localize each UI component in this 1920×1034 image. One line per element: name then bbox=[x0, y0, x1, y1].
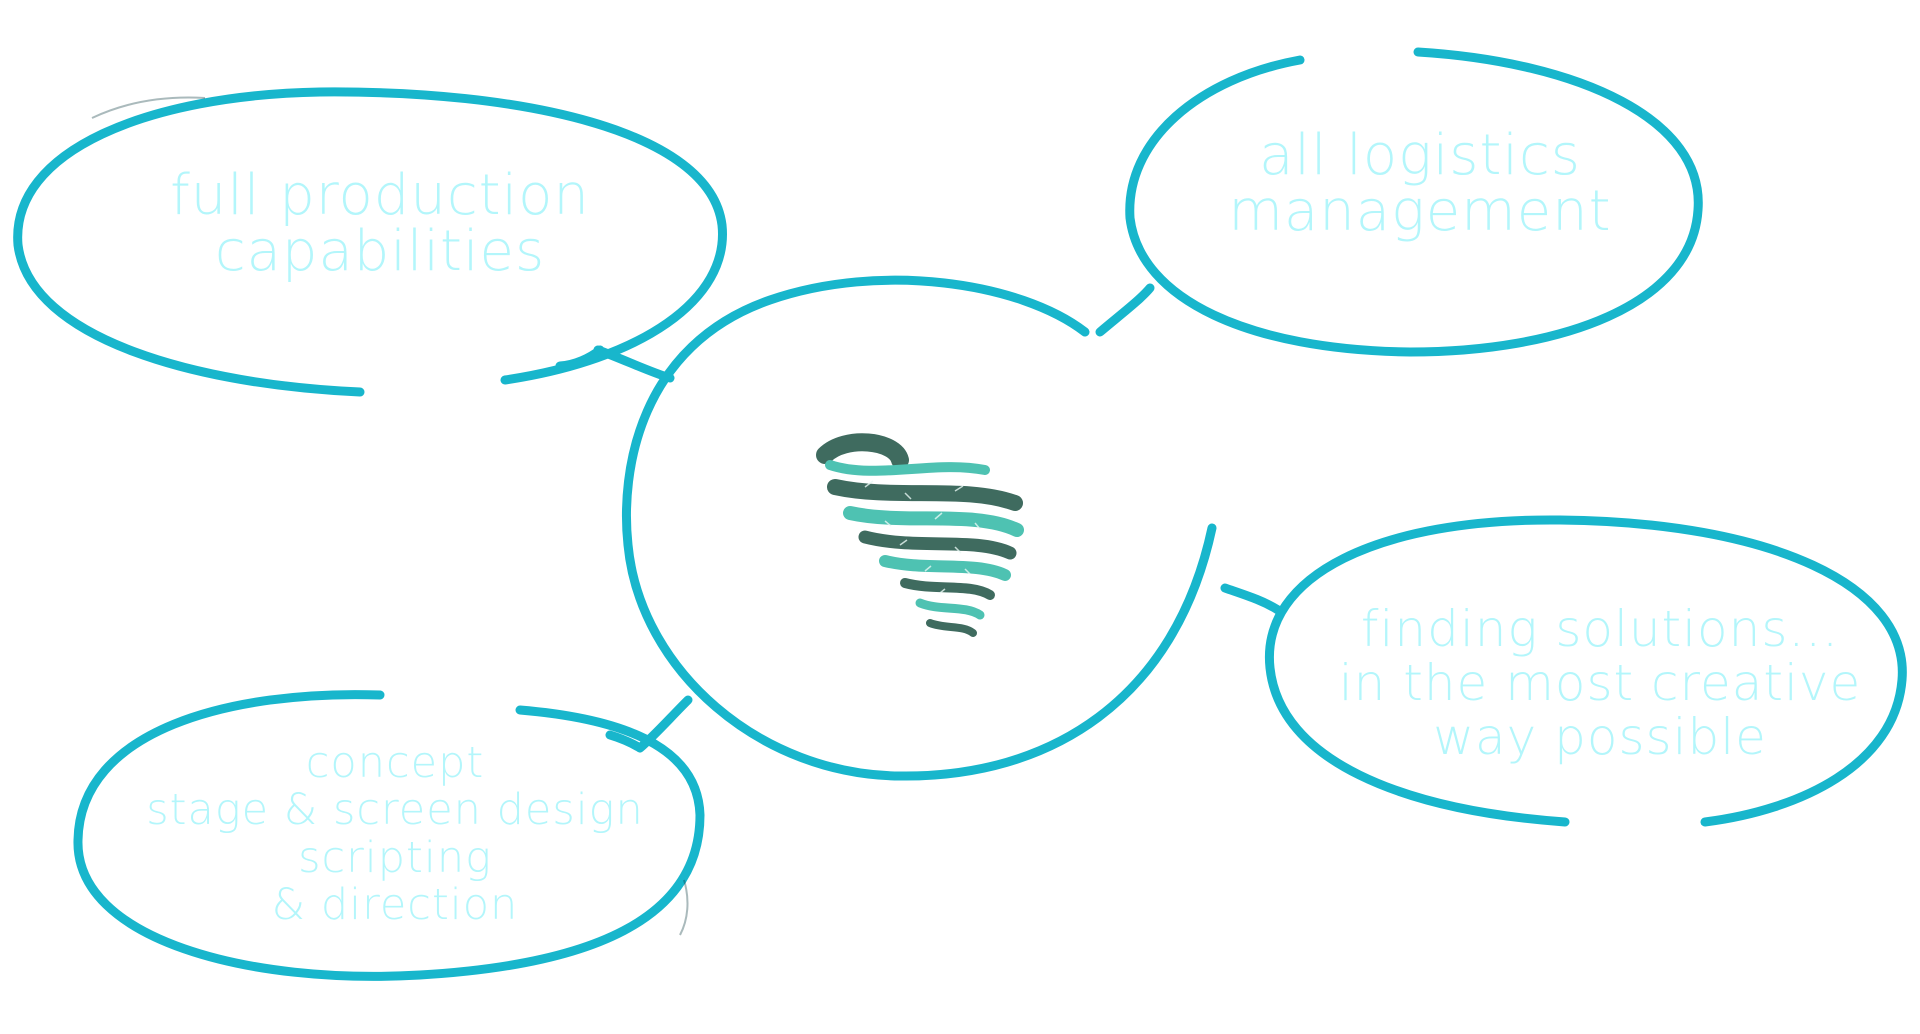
solutions-line-3: way possible bbox=[1433, 708, 1767, 766]
solutions-bubble-text: finding solutions... in the most creativ… bbox=[1300, 602, 1900, 764]
logistics-line-1: all logistics bbox=[1259, 123, 1581, 188]
concept-line-1: concept bbox=[305, 738, 485, 788]
connector-production bbox=[555, 345, 675, 383]
solutions-bubble-outline bbox=[1264, 515, 1907, 827]
spiral-tornado-icon bbox=[805, 425, 1055, 655]
center-circle-outline bbox=[622, 275, 1217, 781]
connector-solutions bbox=[1220, 583, 1283, 615]
concept-line-4: & direction bbox=[271, 879, 519, 930]
concept-line-2: stage & screen design bbox=[146, 785, 644, 836]
concept-bubble-outline bbox=[73, 690, 705, 981]
production-bubble-outline bbox=[13, 87, 727, 397]
connector-logistics bbox=[1095, 283, 1155, 337]
concept-bubble-text: concept stage & screen design scripting … bbox=[90, 738, 700, 930]
logistics-line-2: management bbox=[1228, 179, 1612, 244]
logistics-bubble-text: all logistics management bbox=[1170, 128, 1670, 240]
solutions-line-1: finding solutions... bbox=[1360, 600, 1840, 658]
production-line-1: full production bbox=[170, 163, 590, 228]
connector-concept bbox=[605, 695, 693, 753]
production-bubble-text: full production capabilities bbox=[90, 168, 670, 280]
concept-line-3: scripting bbox=[298, 832, 492, 883]
solutions-line-2: in the most creative bbox=[1338, 654, 1862, 712]
logistics-bubble-outline bbox=[1125, 47, 1703, 357]
production-line-2: capabilities bbox=[214, 219, 546, 284]
